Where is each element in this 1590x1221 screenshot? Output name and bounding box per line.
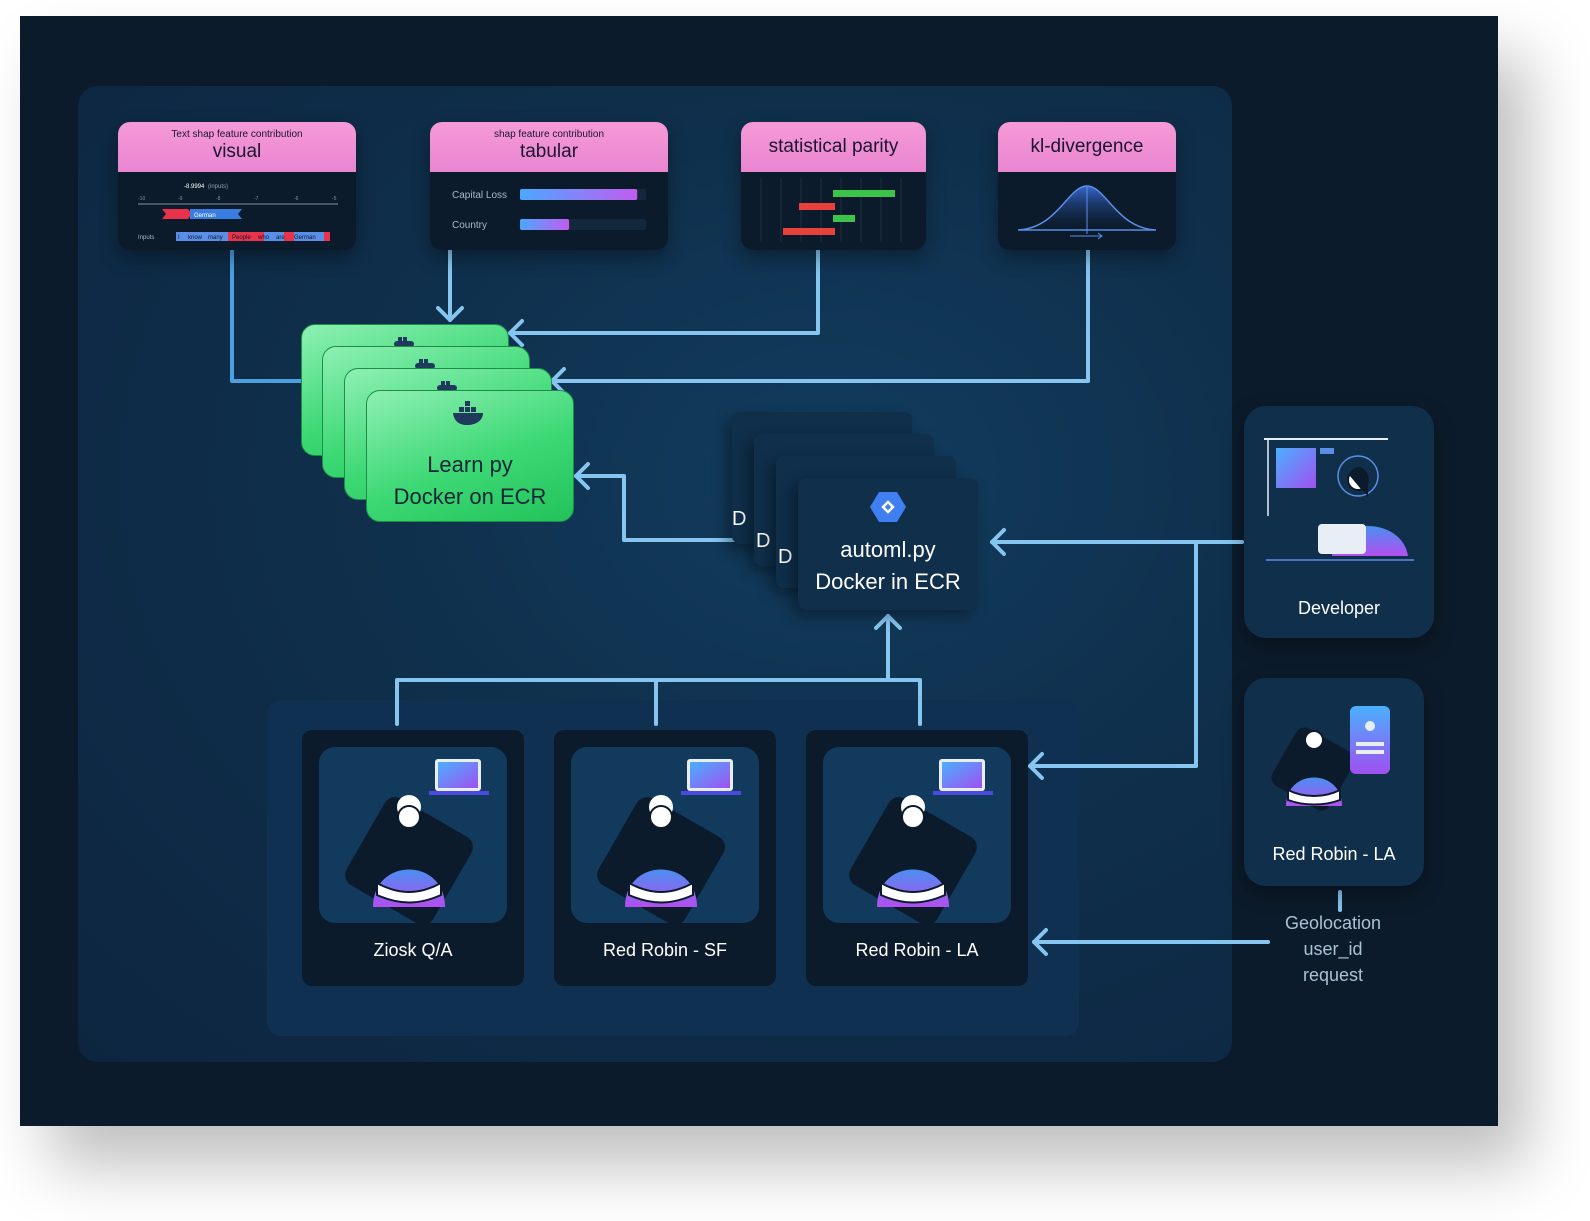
card-visual-subtitle: Text shap feature contribution — [171, 129, 303, 140]
arrow-kl-to-learn — [550, 248, 1090, 383]
token: I — [178, 235, 180, 241]
geo-line1: Geolocation — [1284, 913, 1382, 933]
axis-note: (inputs) — [208, 184, 228, 190]
persona-label: Red Robin - SF — [602, 940, 728, 960]
feature-label: Country — [452, 220, 487, 231]
docker-icon — [437, 381, 457, 391]
card-visual-header: Text shap feature contribution visual — [118, 122, 356, 172]
inputs-label: Inputs — [138, 235, 154, 241]
persona-label: Ziosk Q/A — [373, 940, 453, 960]
card-kl-title: kl-divergence — [1030, 136, 1144, 157]
persona-red-robin-la: Red Robin - LA — [806, 730, 1028, 986]
mobile-user-label: Red Robin - LA — [1272, 844, 1396, 864]
geo-line3: request — [1302, 965, 1364, 985]
card-visual: Text shap feature contribution visual -8… — [118, 122, 356, 250]
card-kl-header: kl-divergence — [998, 122, 1176, 172]
docker-icon — [394, 337, 414, 347]
tick-label: -5 — [332, 196, 337, 202]
card-parity-title: statistical parity — [768, 136, 899, 157]
arrow-parity-to-learn — [508, 248, 820, 335]
automl-card: automl.py Docker in ECR — [798, 478, 978, 610]
parity-plot — [741, 172, 926, 250]
token: many — [208, 235, 223, 241]
mobile-user-card: Red Robin - LA — [1244, 678, 1424, 886]
tick-label: -8 — [216, 196, 221, 202]
tick-label: -6 — [294, 196, 299, 202]
gcp-hexagon-icon — [870, 492, 906, 522]
feature-bar — [520, 189, 638, 200]
card-tabular-title: tabular — [519, 141, 579, 162]
developer-laptop-icon — [1264, 438, 1414, 561]
person-monitor-icon — [319, 747, 507, 923]
learn-card: Learn py Docker on ECR — [366, 390, 574, 522]
learn-card-line1: Learn py — [427, 452, 513, 477]
token: know — [188, 235, 203, 241]
axis-value: -8.9994 — [184, 184, 205, 190]
arrow-developer-to-personas — [1028, 540, 1198, 768]
automl-card-line2: Docker in ECR — [815, 569, 961, 594]
developer-label: Developer — [1297, 598, 1381, 618]
arrow-automl-to-learn — [574, 474, 802, 542]
person-phone-icon — [1271, 706, 1390, 811]
card-parity: statistical parity — [741, 122, 926, 250]
persona-red-robin-sf: Red Robin - SF — [554, 730, 776, 986]
token: who — [257, 235, 270, 241]
automl-card-line1: automl.py — [840, 537, 936, 562]
docker-icon — [415, 359, 435, 369]
shap-text-plot: -8.9994 (inputs) -10 -9 -8 -7 -6 -5 Germ… — [118, 172, 356, 250]
card-tabular-header: shap feature contribution tabular — [430, 122, 668, 172]
automl-card-text: automl.py Docker in ECR — [798, 534, 978, 598]
feature-bars: Capital Loss Country — [430, 172, 668, 250]
learn-card-line2: Docker on ECR — [393, 484, 547, 509]
bell-curve-icon — [998, 172, 1176, 250]
ghost-letter: D — [778, 546, 793, 568]
tick-label: -9 — [178, 196, 183, 202]
feature-label: Capital Loss — [452, 190, 507, 201]
card-tabular: shap feature contribution tabular Capita… — [430, 122, 668, 250]
token: are — [276, 235, 285, 241]
persona-label: Red Robin - LA — [855, 940, 979, 960]
token: German — [294, 235, 316, 241]
persona-ziosk-qa: Ziosk Q/A — [302, 730, 524, 986]
person-monitor-icon — [823, 747, 1011, 923]
diagram-canvas: Text shap feature contribution visual -8… — [20, 16, 1498, 1126]
developer-card: Developer — [1244, 406, 1434, 638]
card-visual-title: visual — [212, 141, 262, 162]
card-tabular-subtitle: shap feature contribution — [493, 129, 605, 140]
token: People — [232, 235, 251, 241]
token-label: German — [194, 213, 216, 219]
tick-label: -7 — [254, 196, 259, 202]
ghost-letter: D — [732, 508, 747, 530]
connector-arrows — [230, 248, 1342, 956]
feature-bar — [520, 219, 570, 230]
ghost-letter: D — [756, 530, 771, 552]
card-parity-header: statistical parity — [741, 122, 926, 172]
arrow-personas-to-automl — [395, 678, 922, 726]
docker-icon — [453, 401, 483, 425]
learn-card-text: Learn py Docker on ECR — [367, 449, 573, 513]
card-kl: kl-divergence — [998, 122, 1176, 250]
tick-label: -10 — [138, 196, 145, 202]
geo-request-label: Geolocation user_id request — [1258, 910, 1408, 988]
person-monitor-icon — [571, 747, 759, 923]
geo-line2: user_id — [1303, 939, 1363, 959]
